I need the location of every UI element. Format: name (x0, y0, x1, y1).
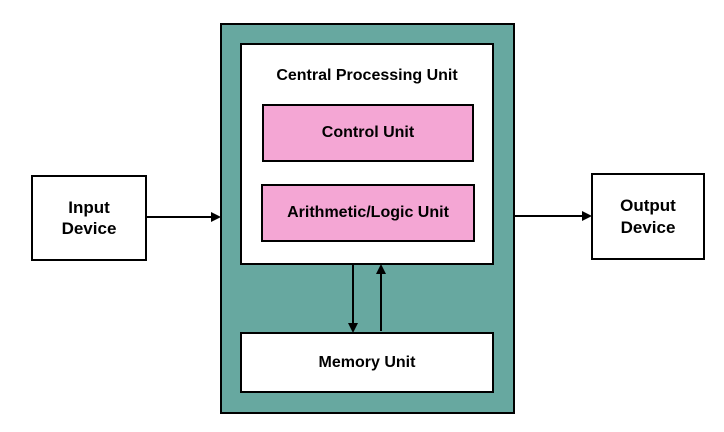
control-unit-label: Control Unit (321, 124, 415, 141)
output-device-box: Output Device (591, 173, 705, 260)
output-device-label: Output Device (620, 196, 676, 237)
input-device-box: Input Device (31, 175, 147, 261)
memory-unit-label: Memory Unit (318, 353, 416, 371)
memory-unit-box: Memory Unit (240, 332, 494, 393)
alu-label: Arithmetic/Logic Unit (287, 204, 449, 221)
control-unit-box: Control Unit (262, 104, 474, 162)
cpu-title: Central Processing Unit (276, 67, 458, 84)
alu-box: Arithmetic/Logic Unit (261, 184, 475, 242)
input-device-label: Input Device (61, 197, 117, 238)
